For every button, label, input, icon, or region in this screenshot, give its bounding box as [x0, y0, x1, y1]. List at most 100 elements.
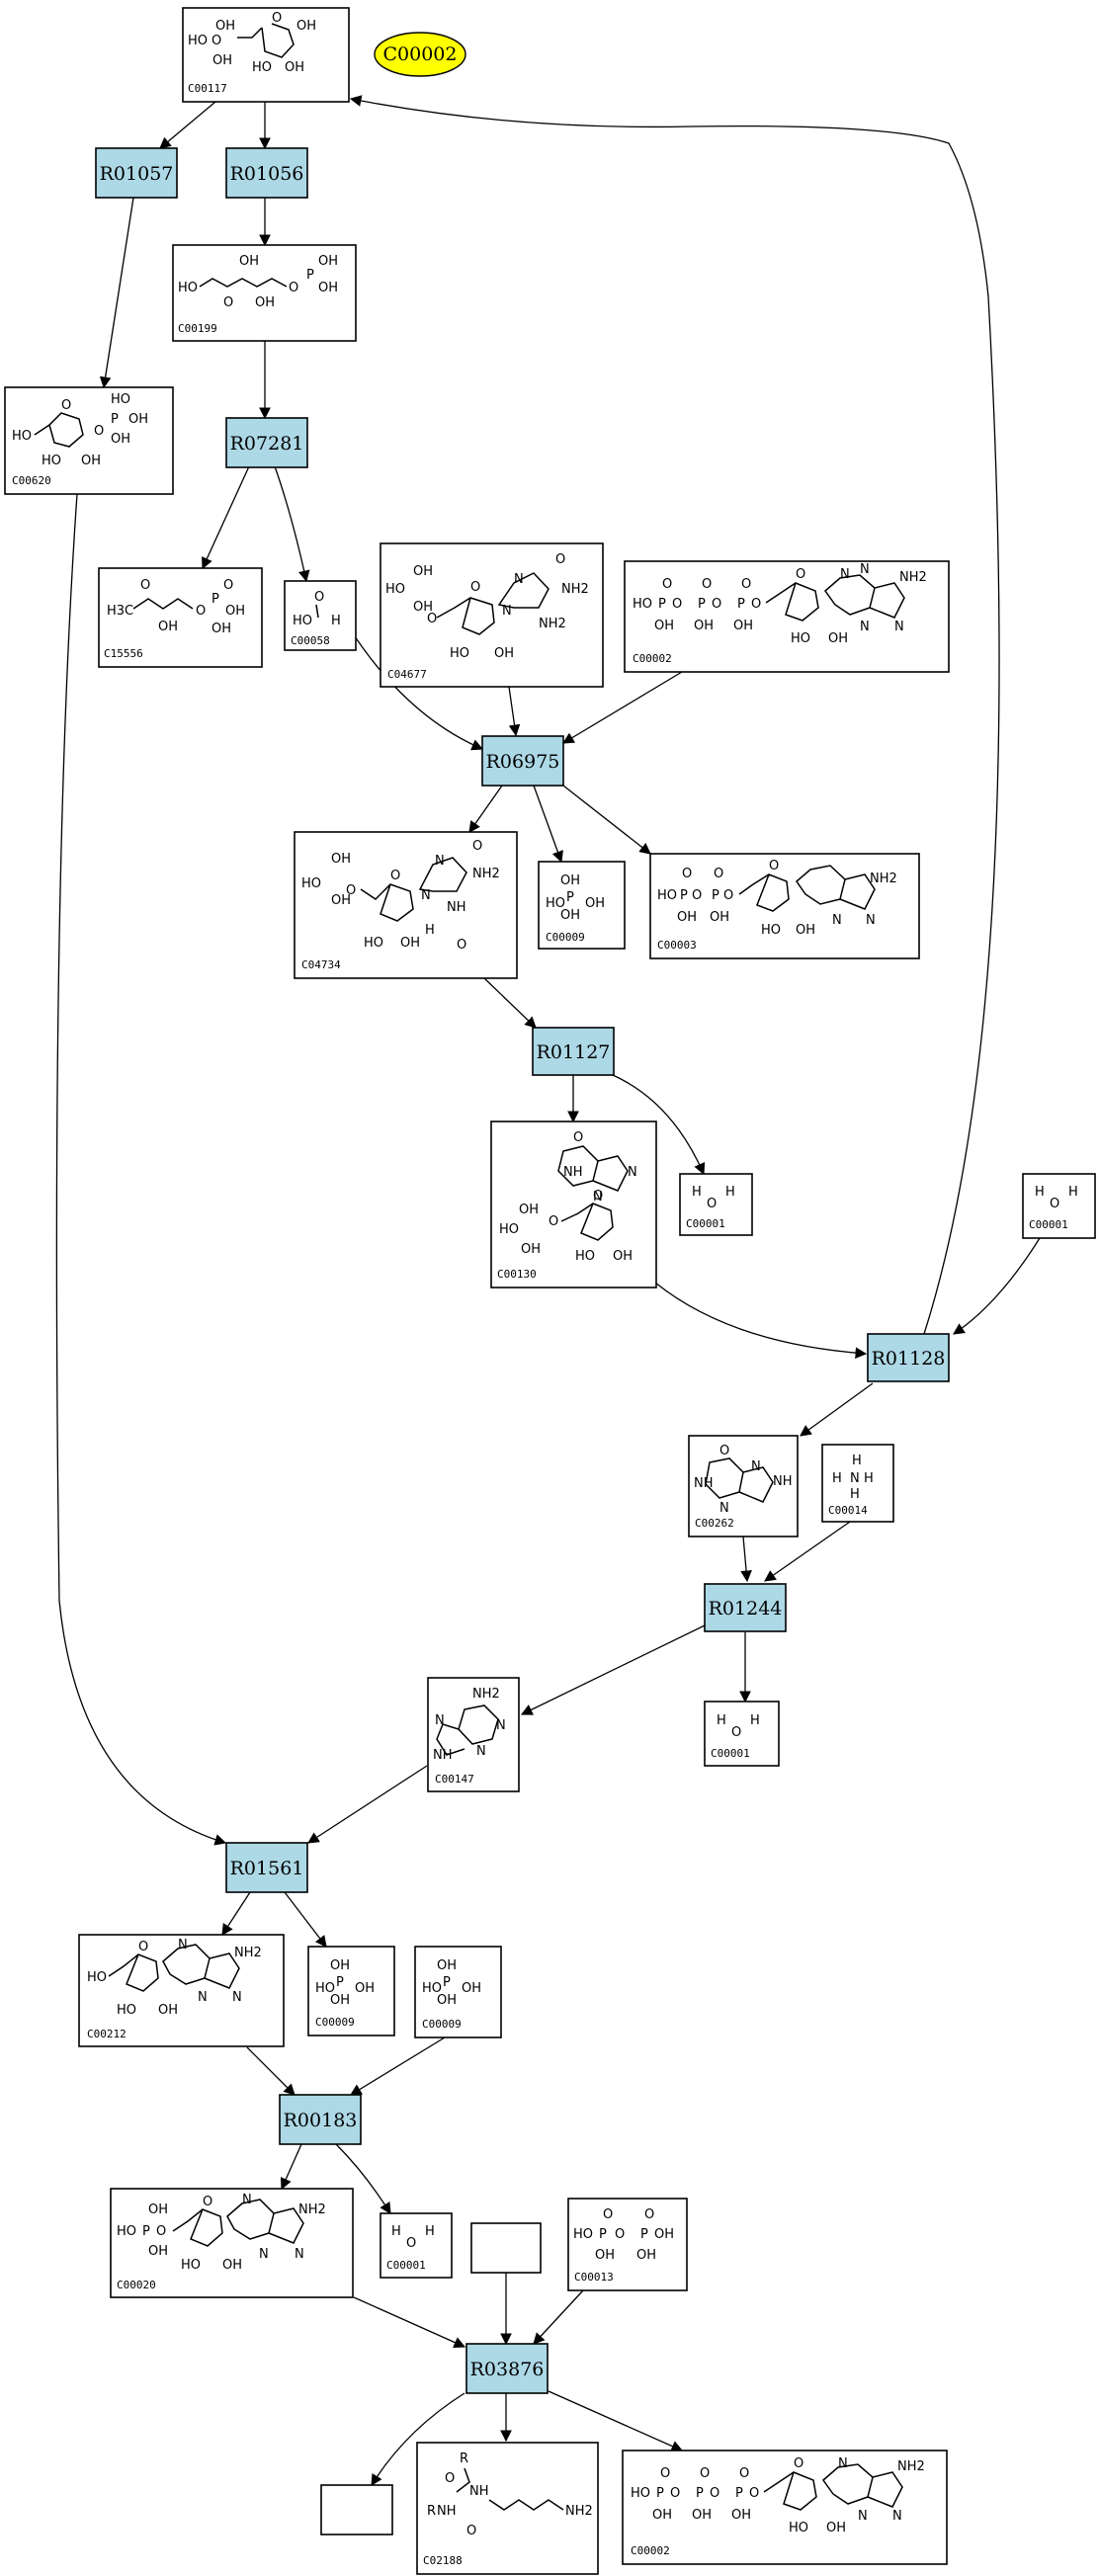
- edge-r06975-c00003: [562, 785, 651, 855]
- compound-c00130[interactable]: O NH N N OH HO OH O O HO OH C00130: [490, 1121, 657, 1288]
- compound-c00262[interactable]: O NH NH N N C00262: [688, 1435, 799, 1537]
- reaction-r01244[interactable]: R01244: [704, 1583, 787, 1632]
- reaction-r01127[interactable]: R01127: [532, 1027, 615, 1076]
- svg-text:N: N: [751, 1459, 761, 1474]
- compound-blank-bottom[interactable]: [320, 2484, 393, 2535]
- svg-text:H: H: [391, 2224, 401, 2239]
- svg-text:O: O: [427, 612, 437, 626]
- compound-c00009-c[interactable]: OH P HO OH OH C00009: [414, 1946, 502, 2038]
- highlight-oval[interactable]: C00002: [374, 32, 466, 77]
- reaction-label: R01127: [537, 1041, 611, 1063]
- reaction-r03876[interactable]: R03876: [465, 2343, 549, 2394]
- svg-text:C15556: C15556: [104, 647, 143, 660]
- compound-c04734[interactable]: OH HO OH O O N N O NH2 NH H O HO OH C047…: [294, 831, 518, 979]
- compound-c00013[interactable]: O O HO P O P OH OH OH C00013: [567, 2198, 688, 2291]
- svg-text:HO: HO: [111, 392, 130, 407]
- svg-text:C00001: C00001: [1029, 1218, 1068, 1231]
- svg-text:NH2: NH2: [897, 2459, 925, 2474]
- reaction-r01128[interactable]: R01128: [867, 1333, 950, 1382]
- compound-c00058[interactable]: O HO H C00058: [284, 580, 357, 651]
- compound-c00009-b[interactable]: OH P HO OH OH C00009: [307, 1946, 395, 2036]
- svg-text:P: P: [566, 890, 574, 905]
- edge-r03876-blank: [371, 2392, 465, 2486]
- structure-c00001-b: H O H: [1035, 1185, 1078, 1211]
- svg-text:C00199: C00199: [178, 322, 217, 335]
- compound-c00001-c[interactable]: H O H C00001: [704, 1701, 780, 1767]
- svg-text:N: N: [892, 2509, 902, 2524]
- svg-text:NH2: NH2: [561, 582, 589, 597]
- edge-r01561-c00009: [284, 1891, 327, 1948]
- svg-text:OH: OH: [494, 646, 514, 661]
- compound-blank-top[interactable]: [470, 2222, 542, 2274]
- reaction-label: R00183: [284, 2110, 358, 2131]
- compound-c00020[interactable]: OH HO P O OH O N NH2 N N HO OH C00020: [110, 2188, 354, 2298]
- svg-text:P: P: [142, 2224, 150, 2239]
- svg-text:O: O: [662, 577, 672, 592]
- compound-c00002-a[interactable]: O O O HO P O P O P O OH OH OH O HO OH N …: [624, 560, 950, 673]
- svg-text:OH: OH: [318, 254, 338, 269]
- svg-text:OH: OH: [677, 910, 697, 925]
- compound-c00002-b[interactable]: O O O HO P O P O P O OH OH OH O HO OH N …: [622, 2450, 948, 2565]
- svg-text:HO: HO: [546, 896, 565, 911]
- compound-c00009-a[interactable]: OH P HO OH OH C00009: [538, 861, 626, 950]
- compound-c00001-a[interactable]: H O H C00001: [679, 1173, 753, 1236]
- svg-text:OH: OH: [613, 1249, 633, 1264]
- svg-text:O: O: [346, 883, 356, 898]
- reaction-r01057[interactable]: R01057: [95, 147, 178, 199]
- svg-text:N: N: [502, 604, 512, 619]
- structure-c00020: OH HO P O OH O N NH2 N N HO OH: [117, 2193, 326, 2273]
- structure-c00147: NH2 N N N NH: [433, 1687, 506, 1763]
- svg-text:OH: OH: [111, 432, 130, 447]
- reaction-r01561[interactable]: R01561: [225, 1842, 308, 1893]
- svg-text:P: P: [696, 2486, 704, 2501]
- svg-text:OH: OH: [462, 1981, 481, 1996]
- svg-text:OH: OH: [519, 1203, 539, 1217]
- reaction-r01056[interactable]: R01056: [225, 147, 308, 199]
- svg-text:N: N: [435, 854, 445, 869]
- structure-c02188: R O NH NH2 R NH O: [427, 2451, 593, 2538]
- svg-text:C00212: C00212: [87, 2028, 127, 2040]
- svg-text:HO: HO: [657, 888, 677, 903]
- svg-text:N: N: [840, 567, 850, 582]
- svg-text:O: O: [707, 1197, 717, 1211]
- svg-text:C00117: C00117: [188, 82, 227, 95]
- svg-text:NH2: NH2: [472, 867, 500, 881]
- reaction-r07281[interactable]: R07281: [225, 417, 308, 468]
- compound-c02188[interactable]: R O NH NH2 R NH O C02188: [416, 2442, 599, 2575]
- svg-text:O: O: [445, 2471, 455, 2486]
- svg-text:HO: HO: [87, 1970, 107, 1985]
- edge-c04734-r01127: [483, 977, 537, 1029]
- compound-c00001-b[interactable]: H O H C00001: [1022, 1173, 1096, 1239]
- svg-text:O: O: [203, 2195, 212, 2209]
- compound-c00117[interactable]: HO O OH OH O OH HO OH C00117: [182, 7, 350, 103]
- compound-c15556[interactable]: H3C O OH O P O OH OH C15556: [98, 567, 263, 668]
- svg-text:OH: OH: [296, 19, 316, 34]
- svg-text:N: N: [838, 2456, 848, 2471]
- svg-text:C00002: C00002: [631, 2544, 670, 2557]
- svg-text:H: H: [852, 1454, 862, 1468]
- edge-c00130-r01128: [654, 1282, 868, 1360]
- compound-c00199[interactable]: HO OH O OH O P OH OH C00199: [172, 244, 357, 342]
- reaction-label: R01128: [872, 1348, 946, 1370]
- structure-c00009-b: OH P HO OH OH: [315, 1958, 375, 2008]
- compound-c00147[interactable]: NH2 N N N NH C00147: [427, 1677, 520, 1792]
- svg-text:P: P: [443, 1975, 451, 1990]
- compound-c00212[interactable]: HO O N NH2 N N HO OH C00212: [78, 1934, 285, 2047]
- svg-text:OH: OH: [692, 2508, 712, 2523]
- reaction-r00183[interactable]: R00183: [279, 2094, 362, 2145]
- reaction-r06975[interactable]: R06975: [481, 735, 564, 787]
- svg-text:C02188: C02188: [423, 2554, 463, 2567]
- compound-c00620[interactable]: HO O O P HO OH OH HO OH C00620: [4, 386, 174, 495]
- compound-c00001-d[interactable]: H O H C00001: [380, 2212, 453, 2279]
- svg-text:R: R: [427, 2504, 436, 2519]
- svg-text:H: H: [331, 614, 341, 628]
- svg-text:H: H: [1068, 1185, 1078, 1200]
- edge-r03876-c00002: [548, 2390, 684, 2452]
- svg-text:O: O: [140, 578, 150, 593]
- compound-c04677[interactable]: OH HO OH O O N N O NH2 NH2 HO OH C04677: [380, 542, 604, 688]
- svg-text:HO: HO: [315, 1981, 335, 1996]
- compound-c00014[interactable]: H H N H H C00014: [821, 1444, 894, 1523]
- structure-c00003: O O HO P O P O OH OH O HO OH NH2 N N: [657, 859, 897, 938]
- svg-text:NH: NH: [563, 1165, 583, 1180]
- compound-c00003[interactable]: O O HO P O P O OH OH O HO OH NH2 N N C00…: [649, 853, 920, 959]
